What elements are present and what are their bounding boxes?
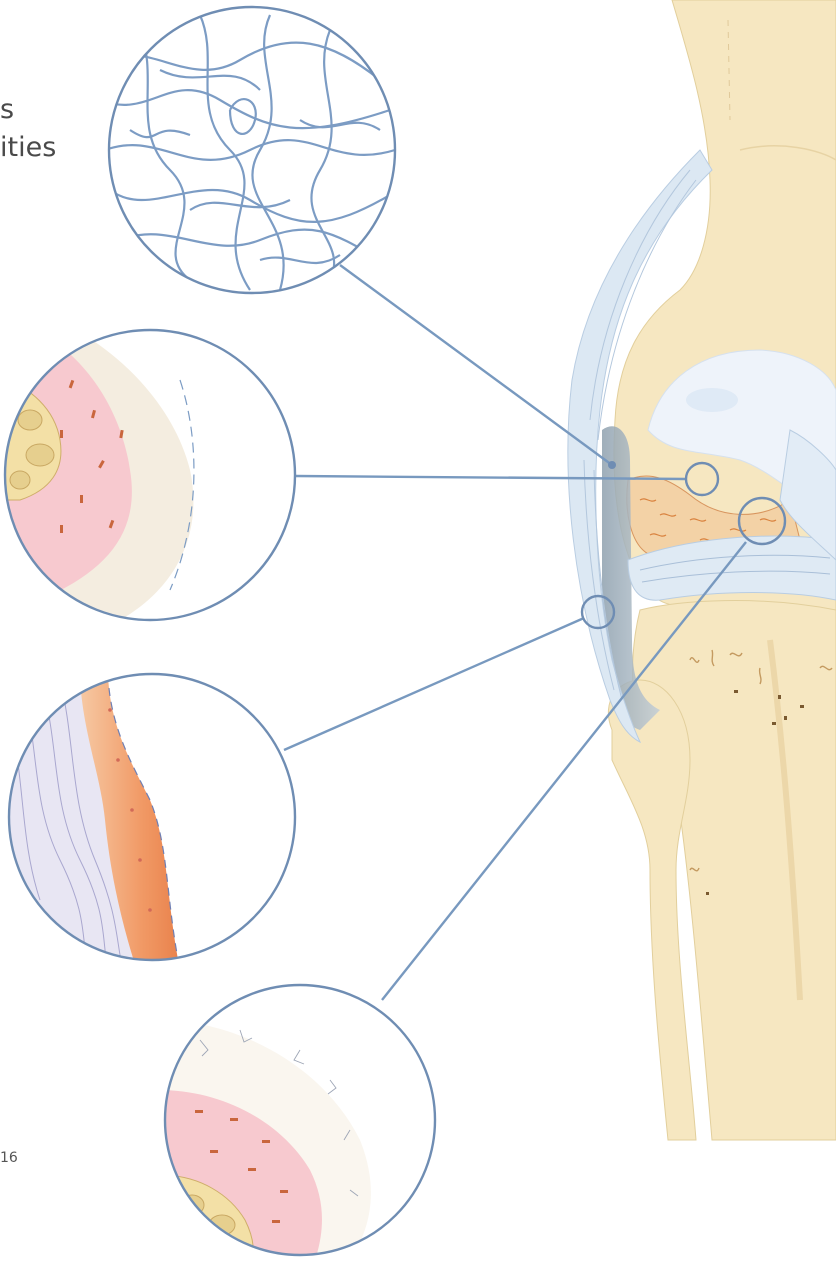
knee-joint (568, 0, 836, 1140)
callout-line-3 (284, 618, 584, 750)
callout-anchor-dot (608, 461, 616, 469)
callout-line-1 (340, 265, 612, 465)
articular-cartilage-detail (0, 300, 295, 630)
cartilage-highlight (686, 388, 738, 412)
synovial-membrane-detail (0, 660, 295, 980)
fibula (608, 680, 696, 1140)
fibrous-tissue-detail (100, 7, 395, 293)
cartilage-bone-detail (160, 985, 435, 1265)
